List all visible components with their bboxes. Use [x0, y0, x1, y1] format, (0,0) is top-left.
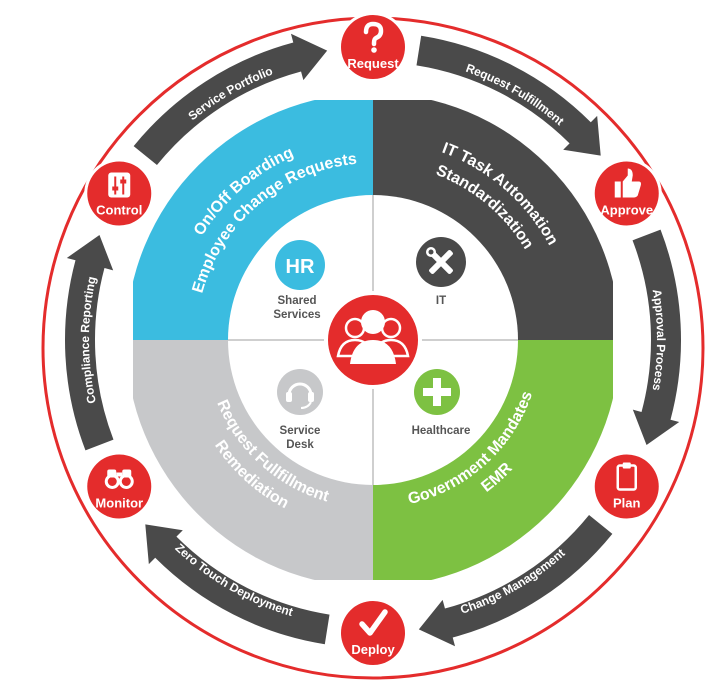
shared-services-line1: Shared: [278, 295, 317, 307]
people-icon: [324, 291, 422, 389]
healthcare-label: Healthcare: [412, 425, 471, 437]
request-node-circle: [341, 15, 405, 79]
deploy-node: Deploy: [338, 598, 408, 668]
it-label: IT: [436, 295, 446, 307]
binoculars-icon: [104, 469, 134, 489]
it-section: IT: [416, 237, 466, 307]
service-portfolio-arrow: [133, 33, 328, 166]
plan-node-circle: [594, 454, 659, 519]
compliance-reporting-arrow: [64, 234, 114, 451]
healthcare-section: Healthcare: [412, 369, 471, 437]
plan-node: Plan: [591, 451, 662, 522]
compliance-reporting-label: Compliance Reporting: [78, 275, 99, 405]
service-desk-line2: Desk: [286, 439, 314, 451]
service-desk-line1: Service: [280, 425, 321, 437]
deploy-node-label: Deploy: [351, 642, 395, 657]
cross-horizontal: [423, 388, 451, 396]
request-fulfillment-arrow: [416, 35, 601, 156]
shared-services-line2: Services: [273, 309, 320, 321]
approval-process-label: Approval Process: [650, 288, 668, 392]
plan-node-label: Plan: [613, 496, 641, 511]
service-desk-section: Service Desk: [277, 369, 323, 451]
monitor-node-label: Monitor: [95, 496, 143, 511]
monitor-node: Monitor: [84, 451, 155, 522]
monitor-node-circle: [87, 454, 152, 519]
approve-node: Approve: [591, 158, 662, 229]
zero-touch-deployment-arrow: [145, 524, 330, 645]
approval-process-arrow: [632, 229, 681, 446]
question-mark-icon: [363, 21, 384, 53]
hr-badge-text: HR: [286, 256, 315, 278]
hr-section: HR Shared Services: [273, 240, 325, 321]
thumbs-up-icon: [614, 168, 641, 198]
request-node: Request: [338, 12, 408, 82]
headset-icon: [277, 369, 323, 415]
tools-icon-glyph: [426, 247, 453, 274]
control-node-label: Control: [96, 203, 142, 218]
change-management-arrow: [418, 514, 613, 647]
clipboard-icon: [616, 462, 637, 491]
approve-node-label: Approve: [600, 203, 653, 218]
sliders-icon: [108, 172, 131, 198]
headset-icon-glyph: [286, 382, 314, 409]
control-node: Control: [84, 158, 155, 229]
checkmark-icon: [359, 609, 388, 636]
hr-badge: [275, 240, 325, 290]
request-node-label: Request: [347, 56, 399, 71]
